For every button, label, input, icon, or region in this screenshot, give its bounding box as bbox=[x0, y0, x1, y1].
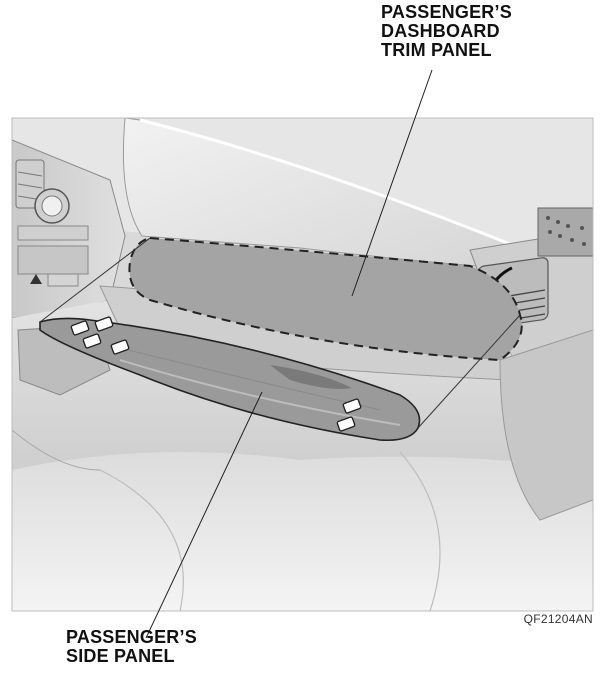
illustration-frame bbox=[11, 117, 594, 612]
side-panel-label-line-2: SIDE PANEL bbox=[66, 646, 175, 666]
trim-opening-shadow bbox=[270, 365, 352, 389]
explode-guide-lines bbox=[39, 237, 521, 429]
side-panel-label-line-1: PASSENGER’S bbox=[66, 627, 197, 647]
dashboard-trim-panel-label: PASSENGER’S DASHBOARD TRIM PANEL bbox=[381, 3, 512, 60]
clip-6 bbox=[336, 416, 356, 432]
clip-5 bbox=[342, 398, 362, 414]
panel-clips bbox=[70, 316, 362, 432]
side-panel-label: PASSENGER’S SIDE PANEL bbox=[66, 628, 197, 666]
floor bbox=[12, 452, 593, 611]
radio-buttons bbox=[15, 159, 45, 209]
clip-1 bbox=[70, 320, 90, 336]
clip-4 bbox=[110, 339, 130, 355]
dashboard-trim-panel-shape bbox=[128, 236, 523, 362]
dashboard-trim-leader-line bbox=[351, 69, 433, 297]
dashboard-trim-panel-label-line-1: PASSENGER’S bbox=[381, 2, 512, 22]
side-panel-shape bbox=[39, 317, 421, 442]
figure-code: QF21204AN bbox=[523, 612, 593, 626]
side-panel-leader-line bbox=[145, 391, 263, 639]
dashboard-trim-panel-label-line-2: DASHBOARD bbox=[381, 21, 500, 41]
clip-2 bbox=[94, 316, 114, 332]
right-door-pillar bbox=[499, 329, 593, 521]
clip-3 bbox=[82, 333, 102, 349]
corner-speaker-grille bbox=[537, 207, 593, 257]
hazard-button-icon bbox=[30, 274, 42, 284]
dashboard-trim-panel-label-line-3: TRIM PANEL bbox=[381, 40, 492, 60]
